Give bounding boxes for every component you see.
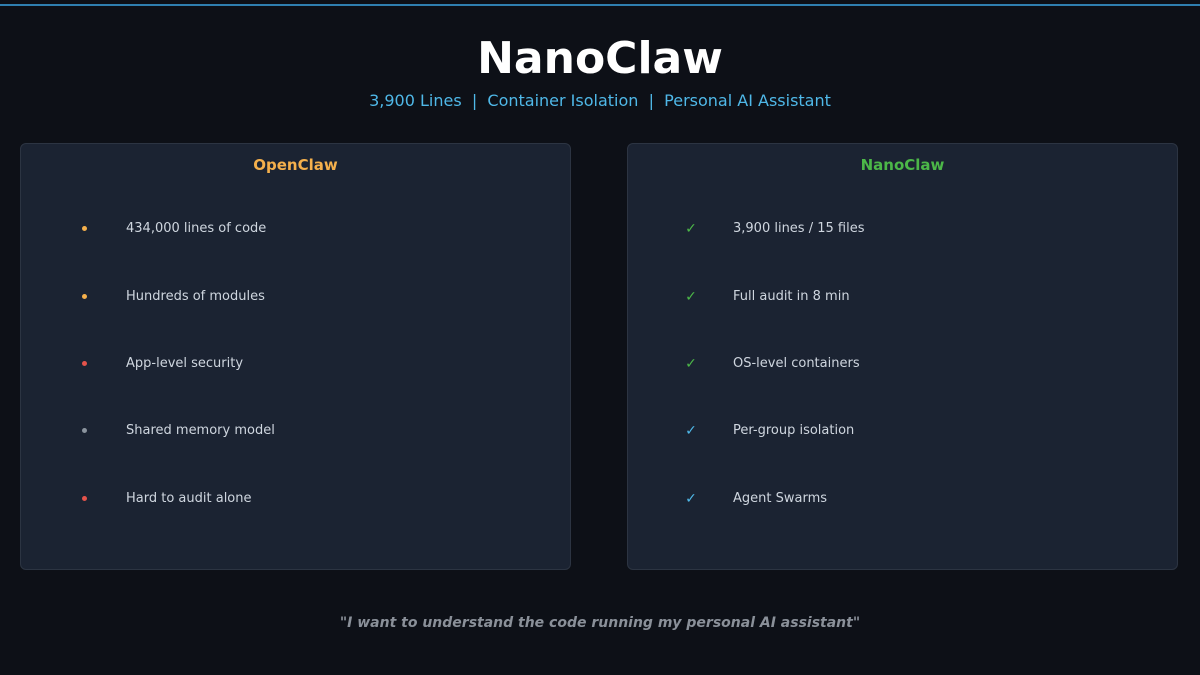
list-item-label: Shared memory model <box>126 423 275 438</box>
footer-quote: "I want to understand the code running m… <box>339 615 861 631</box>
checkmark-icon: ✓ <box>685 289 697 305</box>
top-accent-rule <box>0 4 1200 6</box>
checkmark-icon: ✓ <box>685 423 697 439</box>
list-item: ✓ Agent Swarms <box>628 489 1177 509</box>
bullet-icon <box>77 354 91 366</box>
list-item-label: Hundreds of modules <box>126 289 265 304</box>
list-item: ✓ Per-group isolation <box>628 421 1177 441</box>
list-item: ✓ Full audit in 8 min <box>628 287 1177 307</box>
bullet-icon <box>77 219 91 231</box>
list-item-label: App-level security <box>126 356 244 371</box>
bullet-icon <box>77 421 91 433</box>
list-item-label: Agent Swarms <box>733 491 828 506</box>
list-item-label: 434,000 lines of code <box>126 221 267 236</box>
list-item-label: Per-group isolation <box>733 423 855 438</box>
nanoclaw-card-title: NanoClaw <box>860 156 945 174</box>
openclaw-card-title: OpenClaw <box>253 156 338 174</box>
list-item: Hundreds of modules <box>21 287 570 307</box>
list-item: Shared memory model <box>21 421 570 441</box>
bullet-icon <box>77 287 91 299</box>
list-item-label: Full audit in 8 min <box>733 289 850 304</box>
openclaw-card: OpenClaw 434,000 lines of code Hundreds … <box>20 143 571 570</box>
list-item: ✓ OS-level containers <box>628 354 1177 374</box>
list-item: App-level security <box>21 354 570 374</box>
checkmark-icon: ✓ <box>685 491 697 507</box>
checkmark-icon: ✓ <box>685 221 697 237</box>
list-item: Hard to audit alone <box>21 489 570 509</box>
list-item-label: OS-level containers <box>733 356 860 371</box>
nanoclaw-card: NanoClaw ✓ 3,900 lines / 15 files ✓ Full… <box>627 143 1178 570</box>
page-subtitle: 3,900 Lines | Container Isolation | Pers… <box>369 91 831 110</box>
list-item-label: Hard to audit alone <box>126 491 252 506</box>
list-item: 434,000 lines of code <box>21 219 570 239</box>
page-title: NanoClaw <box>477 33 723 84</box>
list-item-label: 3,900 lines / 15 files <box>733 221 865 236</box>
checkmark-icon: ✓ <box>685 356 697 372</box>
list-item: ✓ 3,900 lines / 15 files <box>628 219 1177 239</box>
bullet-icon <box>77 489 91 501</box>
